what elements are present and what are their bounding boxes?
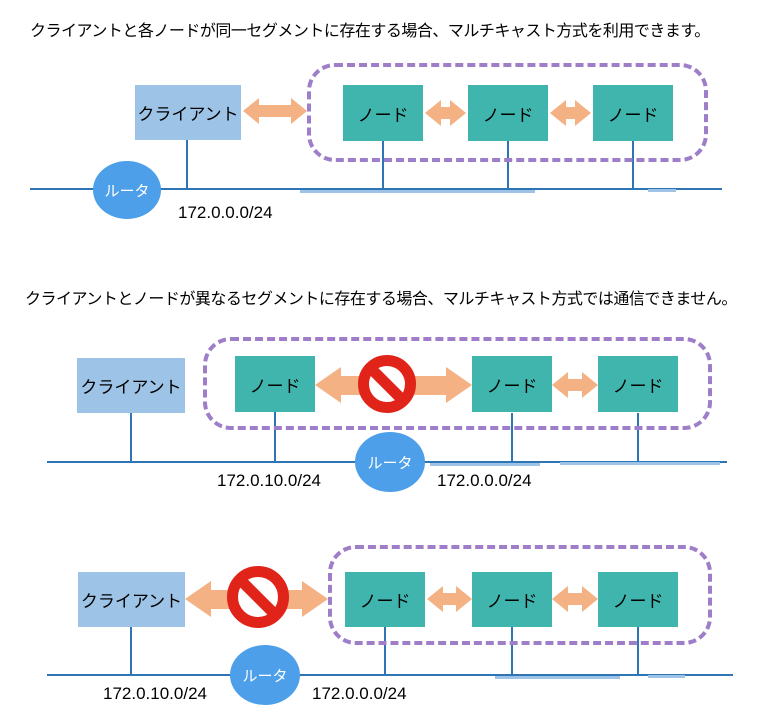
diagram1-network-segment-line	[30, 188, 722, 190]
diagram3-node1-link-line	[384, 627, 386, 675]
diagram2-node2-box: ノード	[472, 356, 552, 412]
diagram3-node-group-outline	[328, 545, 712, 645]
diagram1-node1-link-line	[382, 141, 384, 189]
arrow-body	[566, 107, 575, 119]
diagram1-node3-link-line	[632, 141, 634, 189]
diagram1-segment-line-highlight	[648, 189, 676, 192]
arrow-head-left	[243, 98, 259, 124]
diagram2-right-segment-address: 172.0.0.0/24	[437, 471, 532, 490]
diagram3-left-segment-address: 172.0.10.0/24	[103, 684, 207, 703]
diagram2-node3-link-line	[637, 413, 639, 462]
arrow-body	[568, 593, 582, 605]
arrow-head-right	[456, 586, 472, 612]
diagram1-segment-line-highlight	[300, 190, 535, 193]
diagram3-segment-line-highlight	[495, 676, 620, 679]
diagram2-title: クライアントとノードが異なるセグメントに存在する場合、マルチキャスト方式では通信…	[25, 291, 737, 308]
arrow-head-right	[450, 100, 466, 126]
diagram3-right-segment-address: 172.0.0.0/24	[312, 684, 407, 703]
diagram1-client-box: クライアント	[135, 85, 241, 140]
diagram3-client-box: クライアント	[78, 572, 185, 627]
diagram1-node1-label: ノード	[357, 105, 409, 125]
diagram1-title: クライアントと各ノードが同一セグメントに存在する場合、マルチキャスト方式を利用で…	[30, 23, 710, 40]
diagram2-node1-link-line	[274, 412, 276, 462]
diagram3-node1-label: ノード	[359, 592, 411, 611]
diagram3-node2-link-line	[511, 627, 513, 675]
diagram3-client-link-line	[130, 627, 132, 675]
diagram2-node1-box: ノード	[235, 356, 315, 412]
arrow-body	[441, 107, 450, 119]
double-arrow-icon	[552, 371, 598, 399]
diagram2-node2-link-line	[511, 413, 513, 462]
arrow-head-right	[446, 367, 472, 403]
arrow-head-right	[302, 581, 328, 617]
arrow-body	[259, 105, 291, 117]
diagram3-client-label: クライアント	[80, 592, 183, 611]
diagram2-node1-label: ノード	[249, 376, 301, 396]
diagram3-segment-line-highlight	[648, 675, 685, 678]
diagram3-node2-box: ノード	[472, 572, 552, 627]
diagram1-node-group-outline	[307, 63, 708, 162]
diagram3-router: ルータ	[230, 645, 300, 705]
diagram2-node3-label: ノード	[612, 376, 664, 396]
diagram1-client-link-line	[186, 140, 188, 189]
arrow-head-left	[425, 100, 441, 126]
diagram1-node2-label: ノード	[482, 105, 534, 125]
diagram2-node-group-outline	[203, 337, 712, 430]
diagram2-router: ルータ	[355, 432, 425, 492]
diagram3-router-label: ルータ	[242, 667, 288, 685]
double-arrow-icon	[425, 99, 466, 127]
diagram1-router-label: ルータ	[104, 182, 150, 200]
no-entry-bar	[237, 577, 279, 618]
arrow-head-left	[552, 586, 568, 612]
arrow-body	[568, 379, 582, 391]
double-arrow-icon	[243, 97, 307, 125]
diagram2-node3-box: ノード	[598, 356, 678, 412]
diagram3-node2-label: ノード	[486, 592, 538, 611]
diagram3-node3-label: ノード	[612, 592, 664, 611]
arrow-head-left	[552, 372, 568, 398]
diagram3-node3-box: ノード	[598, 572, 678, 627]
no-entry-bar	[368, 365, 406, 404]
diagram1-node3-box: ノード	[593, 85, 673, 141]
diagram3-node1-box: ノード	[345, 572, 425, 627]
arrow-head-right	[582, 586, 598, 612]
diagram2-node2-label: ノード	[486, 376, 538, 396]
arrow-head-left	[185, 581, 211, 617]
diagram1-node2-box: ノード	[468, 85, 548, 141]
diagram3-network-segment-line	[47, 674, 733, 676]
double-arrow-icon	[552, 585, 598, 613]
no-entry-icon	[227, 566, 289, 628]
no-entry-icon	[358, 355, 416, 413]
diagram2-segment-line-highlight	[560, 462, 720, 465]
diagram1-node1-box: ノード	[343, 85, 423, 141]
diagram1-segment-address: 172.0.0.0/24	[178, 203, 273, 222]
arrow-head-left	[315, 367, 341, 403]
diagram2-router-label: ルータ	[367, 454, 413, 472]
diagram1-node3-label: ノード	[607, 105, 659, 125]
arrow-head-right	[575, 100, 591, 126]
diagram2-client-label: クライアント	[80, 378, 182, 397]
double-arrow-icon	[427, 585, 472, 613]
arrow-head-right	[291, 98, 307, 124]
diagram2-left-segment-address: 172.0.10.0/24	[217, 471, 321, 490]
arrow-head-left	[427, 586, 443, 612]
diagram1-node2-link-line	[507, 141, 509, 189]
arrow-body	[443, 593, 456, 605]
arrow-head-left	[550, 100, 566, 126]
arrow-head-right	[582, 372, 598, 398]
diagram2-segment-line-highlight	[430, 463, 540, 466]
diagram2-client-link-line	[130, 413, 132, 462]
diagram3-node3-link-line	[637, 627, 639, 675]
diagram2-client-box: クライアント	[77, 358, 185, 413]
diagram1-router: ルータ	[93, 161, 161, 219]
diagram1-client-label: クライアント	[137, 105, 239, 124]
double-arrow-icon	[550, 99, 591, 127]
